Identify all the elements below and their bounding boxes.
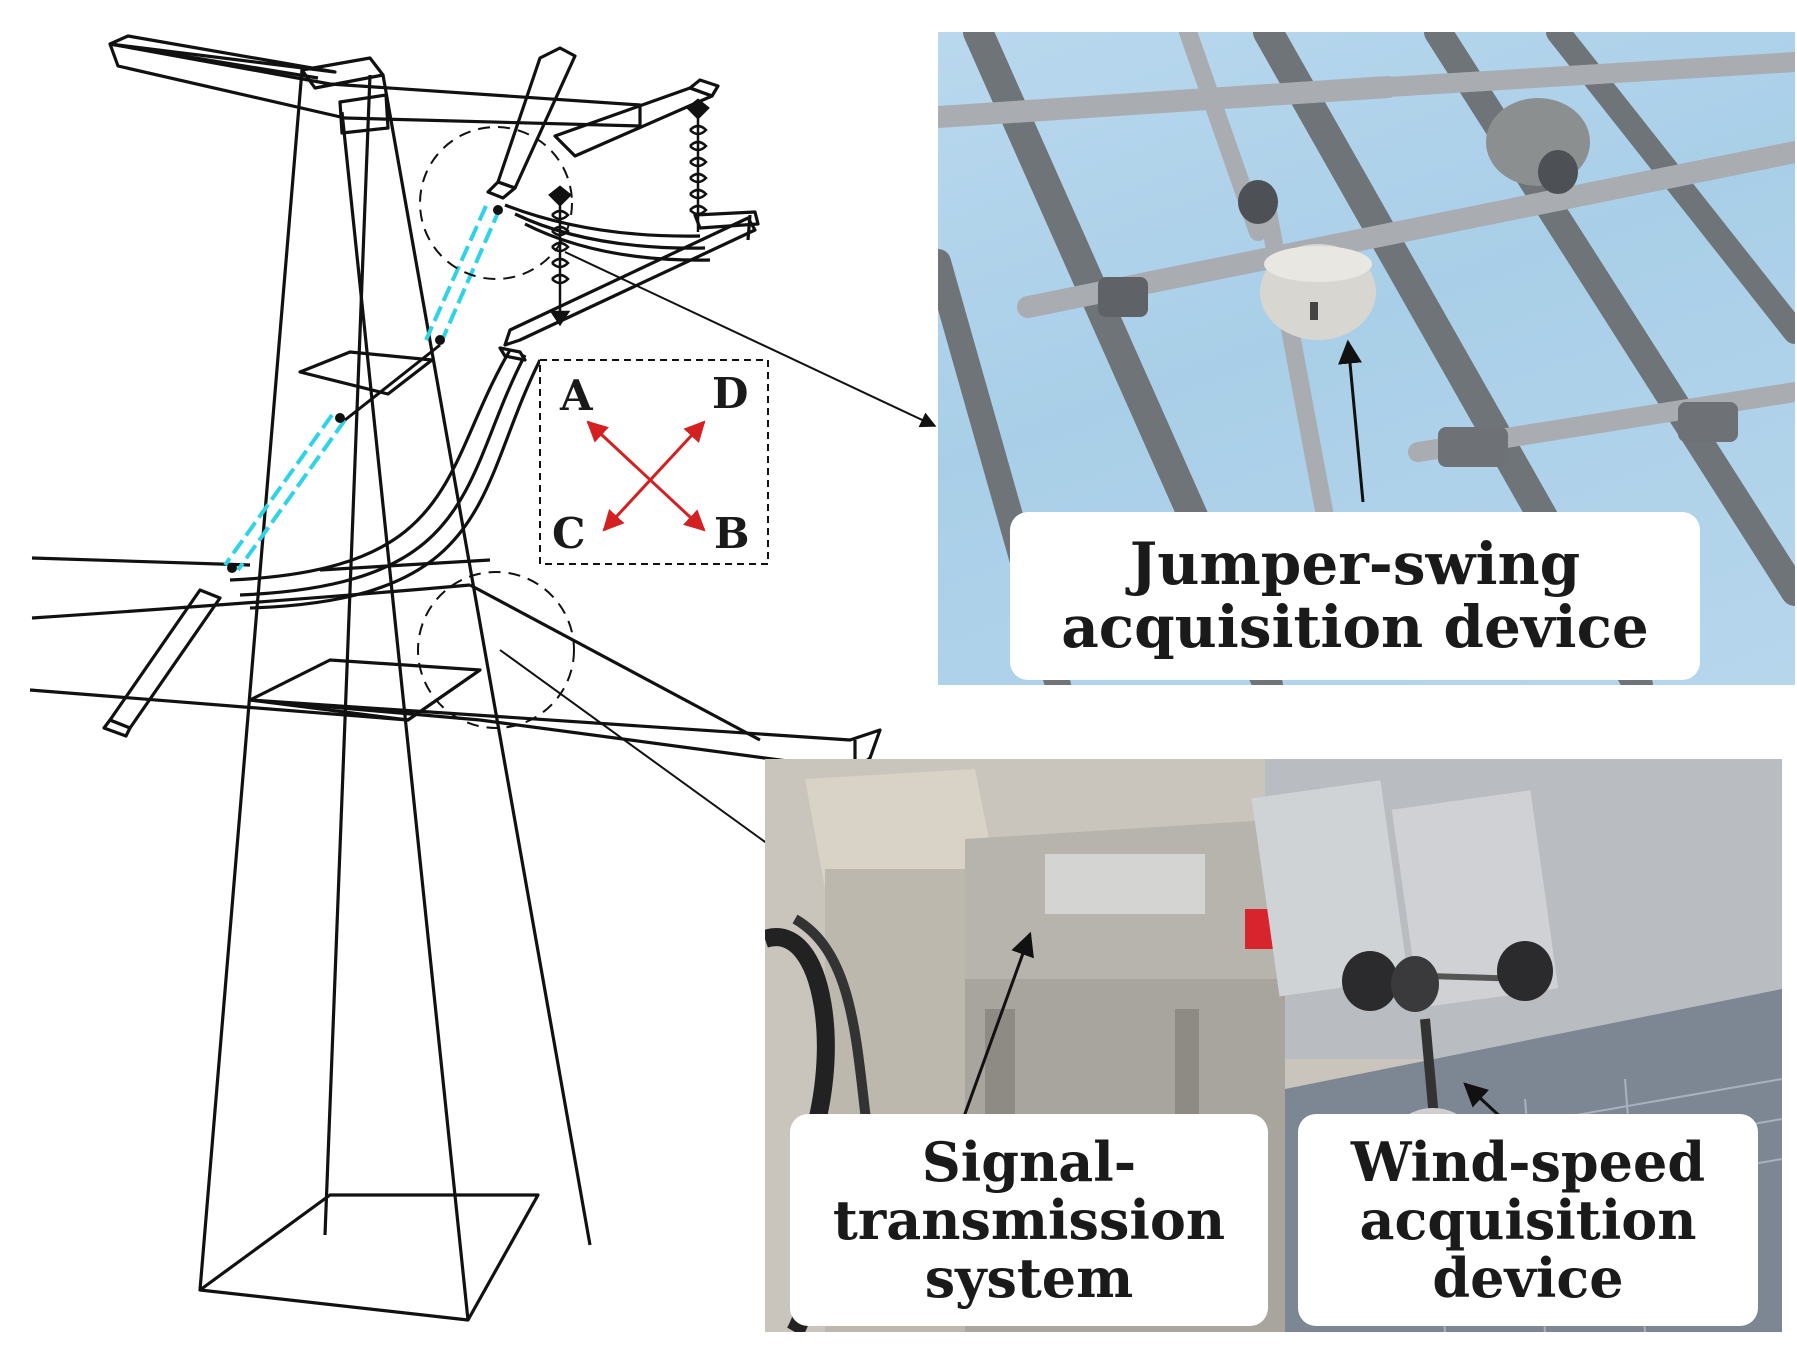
jumper-device-photo: Jumper-swing acquisition device [938,32,1795,685]
direction-d: D [712,369,748,418]
arrow-to-station-photo [499,649,792,861]
direction-c: C [552,509,585,558]
jumper-location-circle [419,126,573,280]
direction-legend: A D C B [539,359,769,565]
location-markers [417,126,575,729]
direction-b: B [714,509,750,558]
signal-callout-line-1: Signal- [921,1129,1137,1194]
wind-callout-line-1: Wind-speed [1350,1129,1706,1194]
wind-device-callout: Wind-speed acquisition device [1298,1114,1758,1326]
arrow-to-jumper-photo [564,251,937,428]
leader-arrows [499,251,937,861]
wind-callout-line-2: acquisition [1359,1187,1697,1252]
signal-callout-line-2: transmission [832,1187,1226,1252]
wind-callout-line-3: device [1432,1246,1624,1311]
arrow-d-c [602,420,706,532]
suspension-insulators [548,98,710,327]
monitoring-station-photo: Signal- transmission system Wind-speed a… [765,759,1782,1332]
signal-system-callout: Signal- transmission system [790,1114,1268,1326]
tower-body [29,34,882,1322]
insulator-strings [223,205,503,573]
jumper-callout-line-1: Jumper-swing [1129,530,1581,599]
signal-callout-line-3: system [924,1246,1134,1311]
station-location-circle [417,571,575,729]
direction-a: A [559,371,594,420]
jumper-sensor [1260,244,1376,340]
jumper-callout-line-2: acquisition device [1061,593,1649,661]
jumper-device-callout: Jumper-swing acquisition device [1010,512,1700,680]
